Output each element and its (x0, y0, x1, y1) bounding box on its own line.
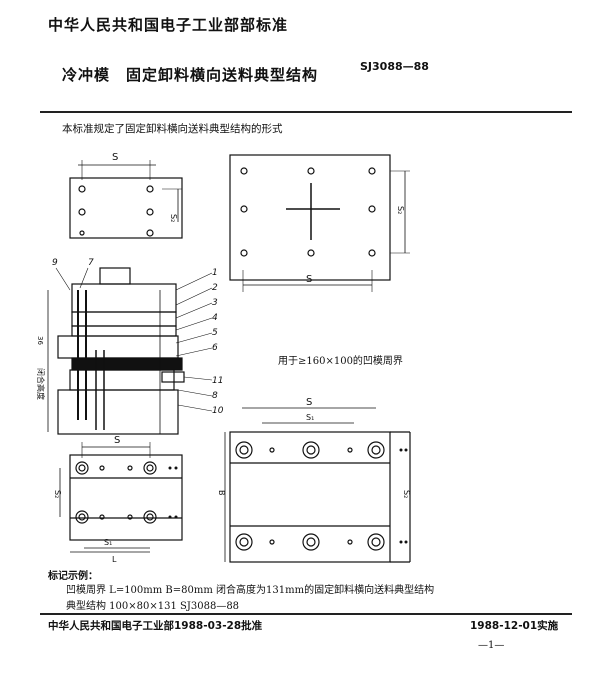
bottom-view-small (69, 454, 183, 541)
part-number-2: 2 (212, 283, 218, 293)
ministry-header: 中华人民共和国电子工业部部标准 (48, 16, 289, 34)
part-number-11: 11 (212, 376, 223, 386)
dim-b-bottom-right: B (217, 490, 226, 496)
example-line-1: 凹模周界 L=100mm B=80mm 闭合高度为131mm的固定卸料横向送料典… (66, 585, 435, 596)
intro-text: 本标准规定了固定卸料横向送料典型结构的形式 (62, 123, 283, 135)
dim-s-top-right: S (306, 274, 312, 285)
part-number-5: 5 (212, 328, 218, 338)
closed-height-value: 36 (36, 336, 44, 345)
part-number-10: 10 (212, 406, 224, 416)
effective-date: 1988-12-01实施 (470, 620, 559, 632)
dim-s-top-left: S (112, 152, 118, 163)
dim-s-bottom-left: S (114, 435, 120, 446)
approval-date: 中华人民共和国电子工业部1988-03-28批准 (48, 620, 263, 632)
part-number-3: 3 (212, 298, 218, 308)
dim-s-bottom-right: S (306, 397, 312, 408)
part-number-8: 8 (212, 391, 218, 401)
part-number-6: 6 (212, 343, 218, 353)
closed-height-label: 闭合高度 (36, 368, 46, 400)
standard-number: SJ3088—88 (360, 60, 429, 73)
usage-note: 用于≥160×100的凹模周界 (278, 356, 403, 367)
plan-view-large-plate (229, 154, 391, 281)
dim-s2-top-right: S₂ (396, 206, 405, 214)
bottom-view-large (229, 431, 391, 563)
document-title: 冷冲模固定卸料横向送料典型结构 (62, 64, 318, 85)
part-number-7: 7 (88, 258, 94, 268)
dim-l-bottom-left: L (112, 555, 117, 564)
part-number-1: 1 (212, 268, 218, 278)
dim-s1-bottom-right: S₁ (306, 413, 314, 422)
section-view (47, 267, 185, 435)
part-number-9: 9 (52, 258, 58, 268)
dim-s2-top-left: S₂ (169, 214, 178, 222)
title-part-a: 冷冲模 (62, 66, 111, 84)
title-part-b: 固定卸料横向送料典型结构 (126, 66, 319, 84)
plan-view-small-plate (69, 177, 183, 239)
example-heading: 标记示例： (48, 571, 98, 582)
page-number: —1— (478, 640, 505, 651)
part-number-4: 4 (212, 313, 218, 323)
footer-rule (40, 613, 572, 615)
dim-s2-bottom-right: S₂ (402, 490, 411, 498)
example-line-2: 典型结构 100×80×131 SJ3088—88 (66, 601, 240, 612)
dim-s1-bottom-left: S₁ (104, 538, 112, 547)
header-rule (40, 111, 572, 113)
dim-s2-bottom-left: S₂ (53, 490, 62, 498)
